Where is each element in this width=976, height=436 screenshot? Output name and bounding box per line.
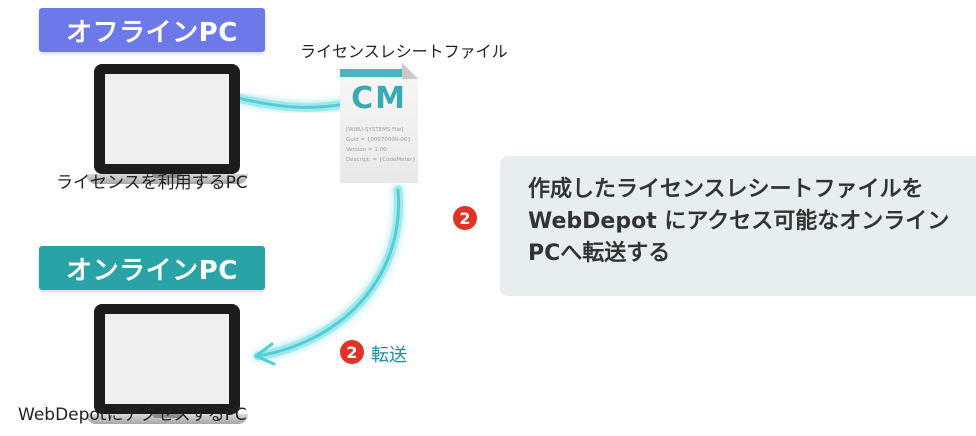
step-badge-transfer: 2: [340, 340, 364, 364]
file-content-lines: [WIBU-SYSTEMS File] Guid = {00070000-00}…: [346, 127, 416, 163]
offline-pc-label: オフラインPC: [39, 8, 265, 52]
license-receipt-file-icon: CM [WIBU-SYSTEMS File] Guid = {00070000-…: [340, 63, 418, 183]
online-pc-caption: WebDepotにアクセスするPC: [18, 405, 247, 425]
transfer-label: 転送: [371, 345, 407, 366]
callout-box: [500, 156, 976, 296]
file-logo: CM: [351, 81, 407, 116]
step-badge-callout: 2: [453, 206, 477, 230]
connector-layer: [233, 93, 404, 366]
online-laptop-icon: [86, 304, 266, 436]
license-file-title: ライセンスレシートファイル: [300, 42, 508, 61]
callout-text: 作成したライセンスレシートファイルを WebDepot にアクセス可能なオンライ…: [528, 177, 950, 266]
offline-pc-caption: ライセンスを利用するPC: [56, 173, 248, 193]
online-pc-label: オンラインPC: [39, 246, 265, 290]
transfer-arrowhead: [254, 342, 276, 366]
offline-laptop-icon: [86, 64, 266, 196]
